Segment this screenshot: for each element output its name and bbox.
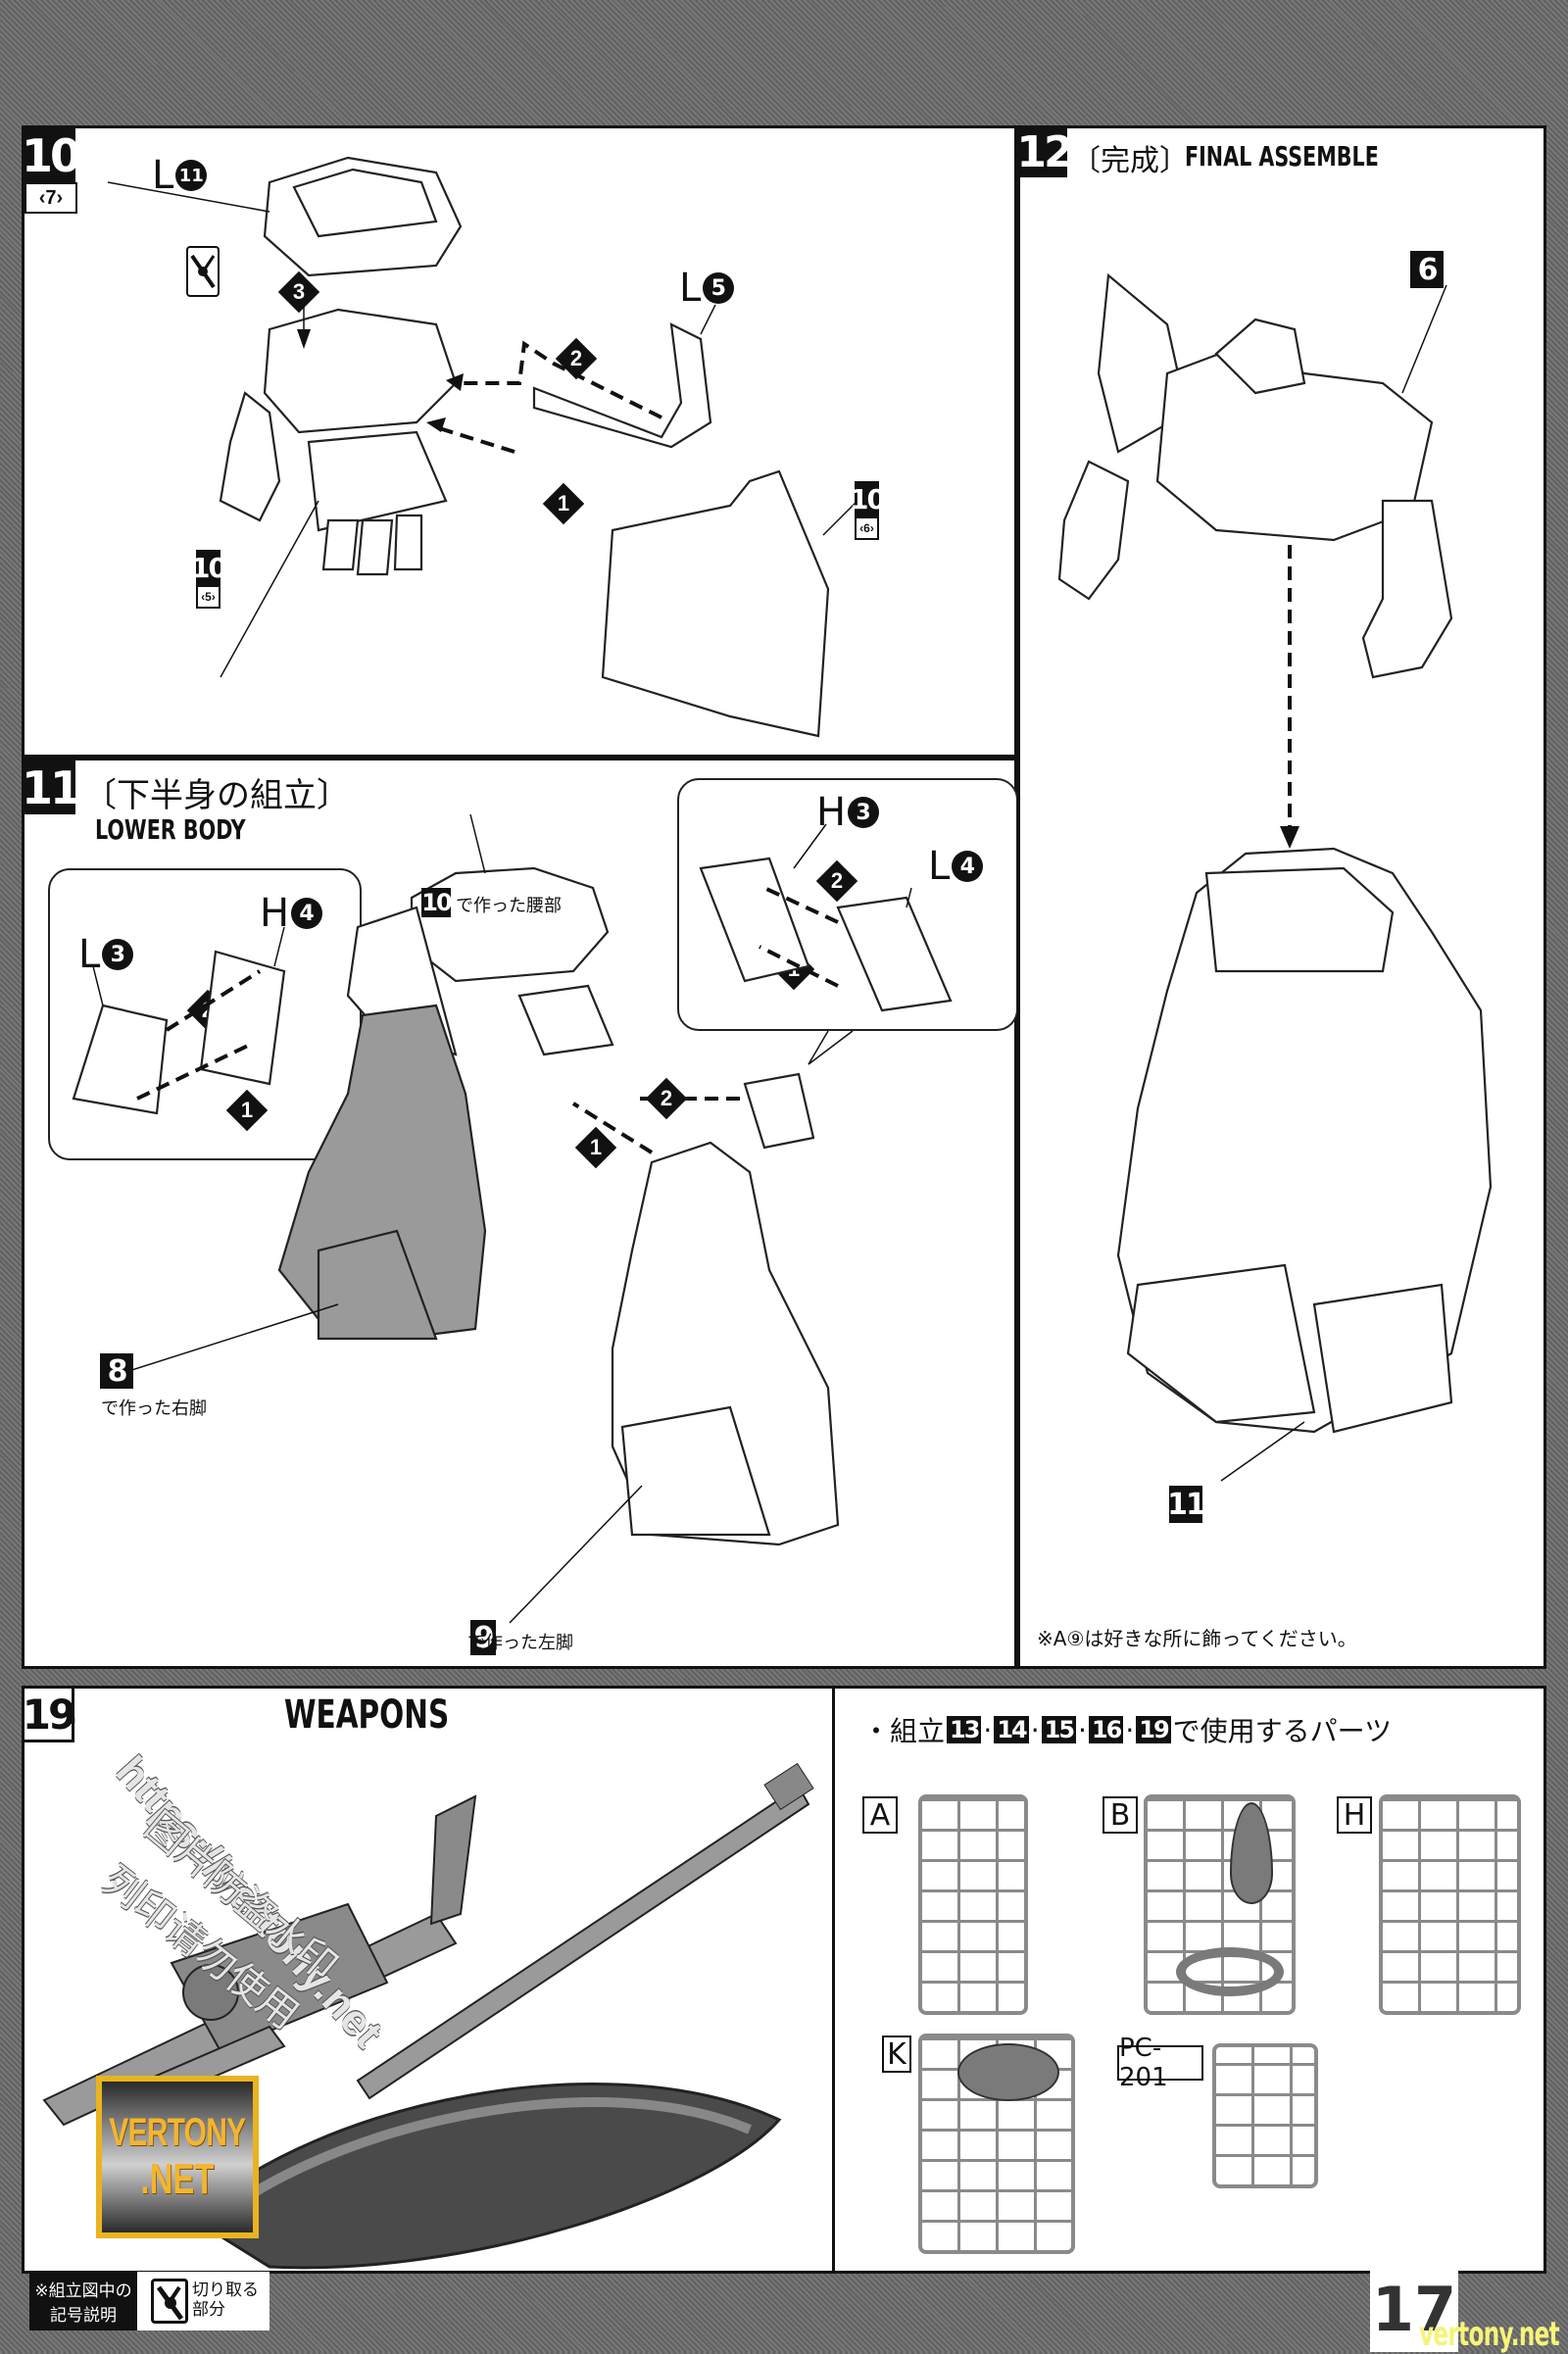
ref-right-leg-caption: で作った右脚 [101, 1398, 207, 1419]
order-marker-2: 2 [555, 337, 598, 380]
ref-step8-tag: 8 [100, 1353, 133, 1389]
ref-step10-5-sub: ‹5› [196, 585, 220, 609]
step12-number: 12 [1016, 127, 1074, 177]
step11-title-en: LOWER BODY [95, 813, 246, 846]
legend-label: ※組立図中の 記号説明 [34, 2281, 132, 2326]
weapons-illustration [42, 1762, 814, 2270]
ref-step9-tag: 9 [470, 1620, 496, 1655]
ref-step10-5: 10 [191, 550, 227, 585]
parts-used-heading: ・組立 13· 14· 15· 16· 19 で使用するパーツ [862, 1713, 1393, 1748]
step12-illustration [1057, 272, 1493, 1482]
runner-b-ring-part [1176, 1947, 1284, 1996]
step12-title-en: FINAL ASSEMBLE [1185, 140, 1379, 172]
legend-entry: 切り取る 部分 [137, 2272, 270, 2330]
step11-panel: 11 〔下半身の組立〕 LOWER BODY L3 H4 2 1 H3 L4 2… [22, 758, 1018, 1669]
nipper-cut-icon [186, 246, 220, 297]
ref-step6-tag: 6 [1410, 251, 1444, 288]
order-marker-2-main: 2 [645, 1077, 688, 1120]
runner-label-k: K [882, 2035, 911, 2073]
step10-substep: ‹7› [24, 182, 77, 214]
ref-step10-tag: 10 [421, 888, 453, 917]
legend-desc: 切り取る 部分 [192, 2280, 259, 2320]
step11-illustration [72, 813, 953, 1624]
weapons-title: WEAPONS [284, 1692, 450, 1738]
nipper-cut-icon [151, 2279, 188, 2324]
ref-waist-caption: で作った腰部 [456, 896, 562, 916]
order-marker-1-main: 1 [574, 1126, 617, 1169]
ref-step11-tag: 11 [1167, 1486, 1206, 1523]
weapons-step-19: 19 [22, 1686, 76, 1742]
step12-title-jp: 〔完成〕 [1071, 144, 1189, 178]
runner-label-h: H [1337, 1796, 1372, 1834]
parts-used-panel: ・組立 13· 14· 15· 16· 19 で使用するパーツ A B H K … [832, 1686, 1546, 2274]
vertony-logo: VERTONY .NET [96, 2076, 259, 2238]
ref-step10-6: 10 [850, 481, 886, 516]
runner-pc201-diagram [1212, 2043, 1318, 2188]
step10-number: 10 [22, 128, 81, 182]
step11-title-jp: 〔下半身の組立〕 [83, 776, 350, 815]
order-marker-3: 3 [277, 270, 320, 314]
runner-label-b: B [1102, 1796, 1138, 1834]
ref-left-leg-caption-outer: で作った左脚 [467, 1633, 573, 1653]
runner-label-a: A [862, 1796, 898, 1834]
order-marker-1: 1 [542, 482, 585, 525]
ref-step10-6-sub: ‹6› [855, 516, 879, 540]
runner-a-diagram [918, 1794, 1028, 2015]
step11-number: 11 [22, 760, 81, 814]
watermark-footer: vertony.net [1419, 2315, 1560, 2354]
step12-panel: 12 〔完成〕 FINAL ASSEMBLE 6 11 ※A⑨は好きな所に飾って… [1016, 125, 1546, 1669]
runner-label-pc201: PC-201 [1117, 2034, 1203, 2092]
step10-illustration [107, 156, 858, 738]
page-number: 17 [1370, 2266, 1458, 2352]
display-note: ※A⑨は好きな所に飾ってください。 [1037, 1627, 1357, 1650]
symbol-legend: ※組立図中の 記号説明 切り取る 部分 [29, 2272, 270, 2330]
runner-k-shield-part [957, 2043, 1059, 2101]
weapons-panel: 13 14 15 16 19 WEAPONS https://vertony.n… [22, 1686, 835, 2274]
runner-h-diagram [1379, 1794, 1521, 2015]
